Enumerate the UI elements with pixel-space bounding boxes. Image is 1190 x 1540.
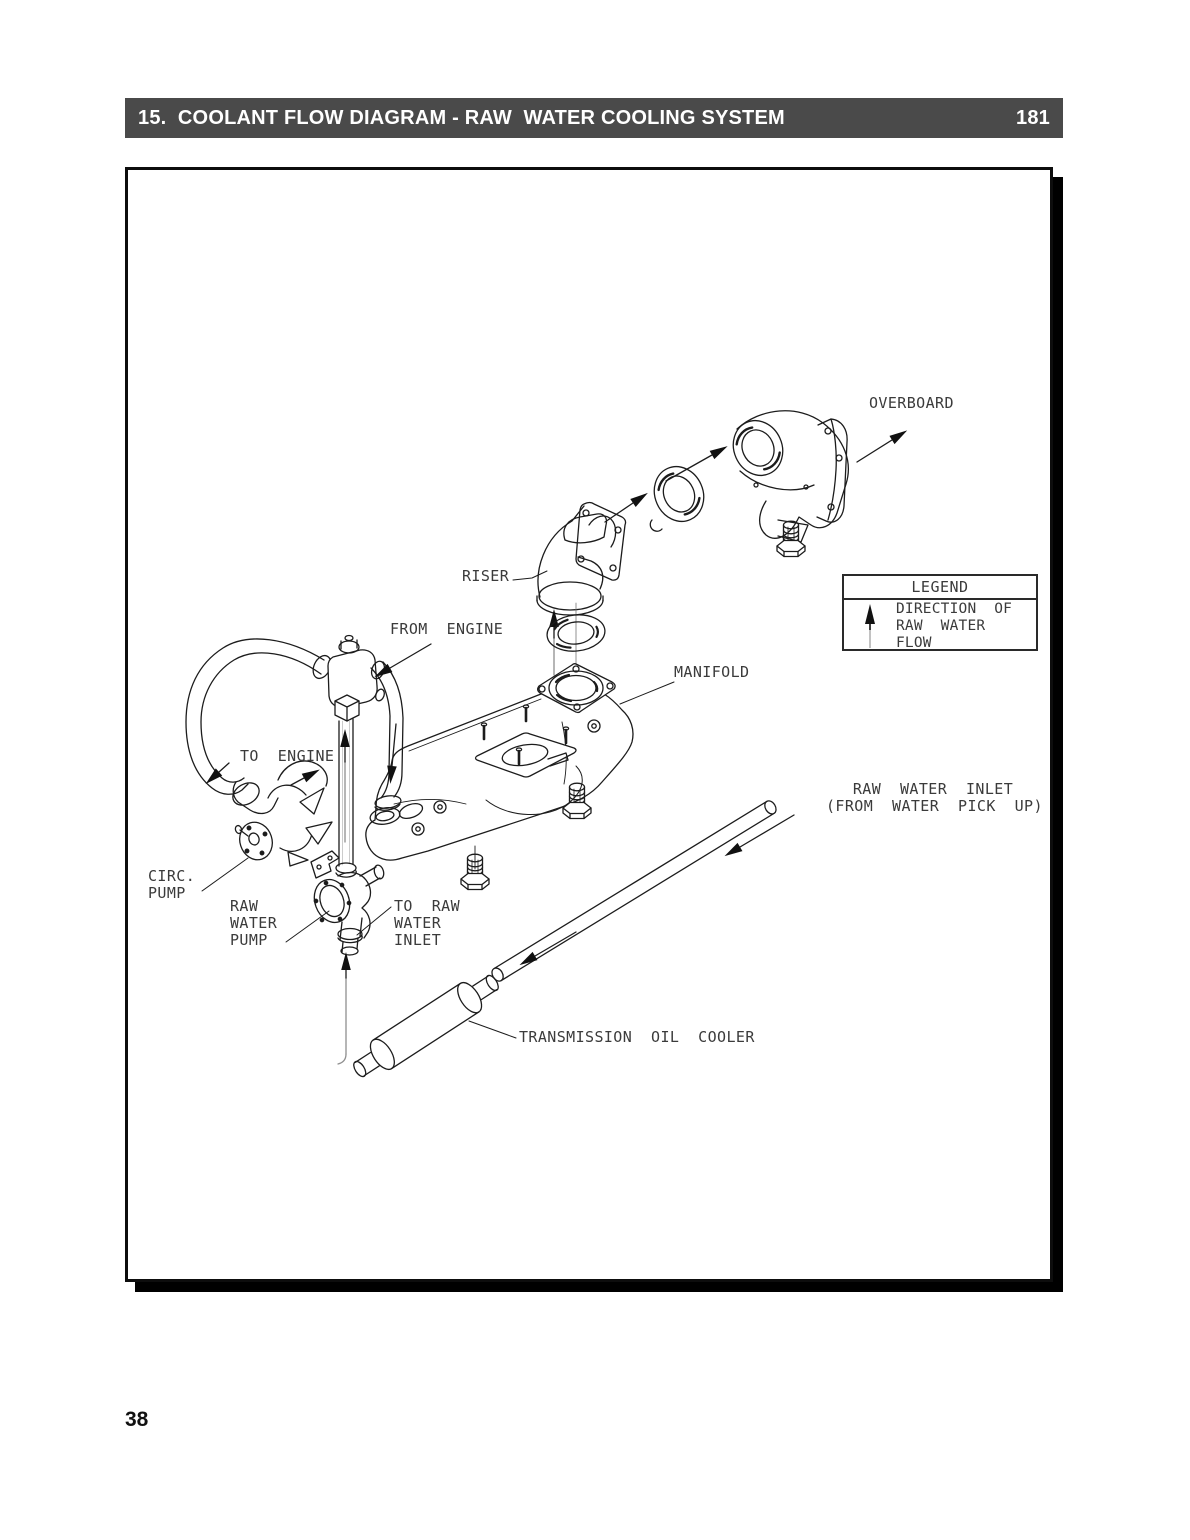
legend-body: DIRECTION OF RAW WATER FLOW	[844, 600, 1036, 651]
flow-arrow-into-pump	[337, 952, 351, 1065]
circulating-pump	[232, 760, 333, 867]
thermostat-housing	[312, 634, 386, 722]
engine-feed-tube	[335, 718, 357, 878]
label-manifold: MANIFOLD	[674, 663, 750, 681]
raw-water-pump-part	[310, 850, 385, 956]
section-page-ref: 181	[1016, 106, 1050, 129]
flow-arrow-overboard	[856, 430, 908, 463]
label-from-engine: FROM ENGINE	[390, 620, 504, 638]
label-circ-pump: CIRC. PUMP	[148, 867, 196, 902]
leader-manifold	[619, 681, 675, 705]
coolant-hose-loop	[185, 638, 325, 795]
riser-elbow	[536, 501, 627, 616]
coolant-flow-diagram-drawing	[185, 410, 908, 1078]
leader-to-raw-water-inlet	[356, 906, 392, 936]
riser-gasket	[546, 614, 606, 652]
legend-box: LEGEND DIRECTION OF RAW WATER FLOW	[842, 574, 1038, 651]
page-number: 38	[125, 1408, 149, 1431]
to-engine-arrow	[290, 769, 320, 786]
diagram-frame: OVERBOARD RISER FROM ENGINE MANIFOLD TO …	[125, 167, 1053, 1282]
flow-direction-arrow-icon	[865, 604, 875, 648]
label-overboard: OVERBOARD	[869, 394, 954, 412]
flow-arrow-pipe-lower	[519, 931, 577, 966]
section-title: 15. COOLANT FLOW DIAGRAM - RAW WATER COO…	[138, 106, 785, 129]
flow-arrow-to-elbow	[665, 446, 728, 482]
transmission-oil-cooler-part	[353, 974, 499, 1078]
leader-raw-water-pump	[285, 910, 330, 943]
flow-arrow-pipe-upper	[724, 814, 795, 857]
exhaust-elbow	[732, 410, 849, 558]
from-engine-arrow	[374, 643, 432, 678]
leader-circ-pump	[201, 857, 249, 892]
exhaust-gasket	[649, 465, 705, 532]
label-to-engine: TO ENGINE	[240, 747, 335, 765]
leader-lines	[201, 570, 675, 1039]
leader-riser	[512, 570, 548, 581]
flow-arrow-into-manifold	[387, 723, 397, 784]
leader-oil-cooler	[468, 1020, 517, 1039]
legend-description: DIRECTION OF RAW WATER FLOW	[896, 601, 1013, 651]
label-raw-water-pump: RAW WATER PUMP	[230, 897, 278, 949]
flow-arrow-to-gasket	[604, 492, 648, 523]
from-engine-hose	[370, 661, 404, 811]
flow-arrow-to-pump	[205, 762, 230, 785]
label-transmission-oil-cooler: TRANSMISSION OIL COOLER	[519, 1028, 755, 1046]
label-riser: RISER	[462, 567, 510, 585]
manifold-body	[365, 663, 634, 891]
section-header-bar: 15. COOLANT FLOW DIAGRAM - RAW WATER COO…	[125, 98, 1063, 138]
legend-title: LEGEND	[844, 576, 1036, 600]
label-to-raw-water-inlet: TO RAW WATER INLET	[394, 897, 461, 949]
raw-water-inlet-pipe	[491, 800, 795, 982]
label-raw-water-inlet: RAW WATER INLET (FROM WATER PICK UP)	[826, 780, 1043, 815]
